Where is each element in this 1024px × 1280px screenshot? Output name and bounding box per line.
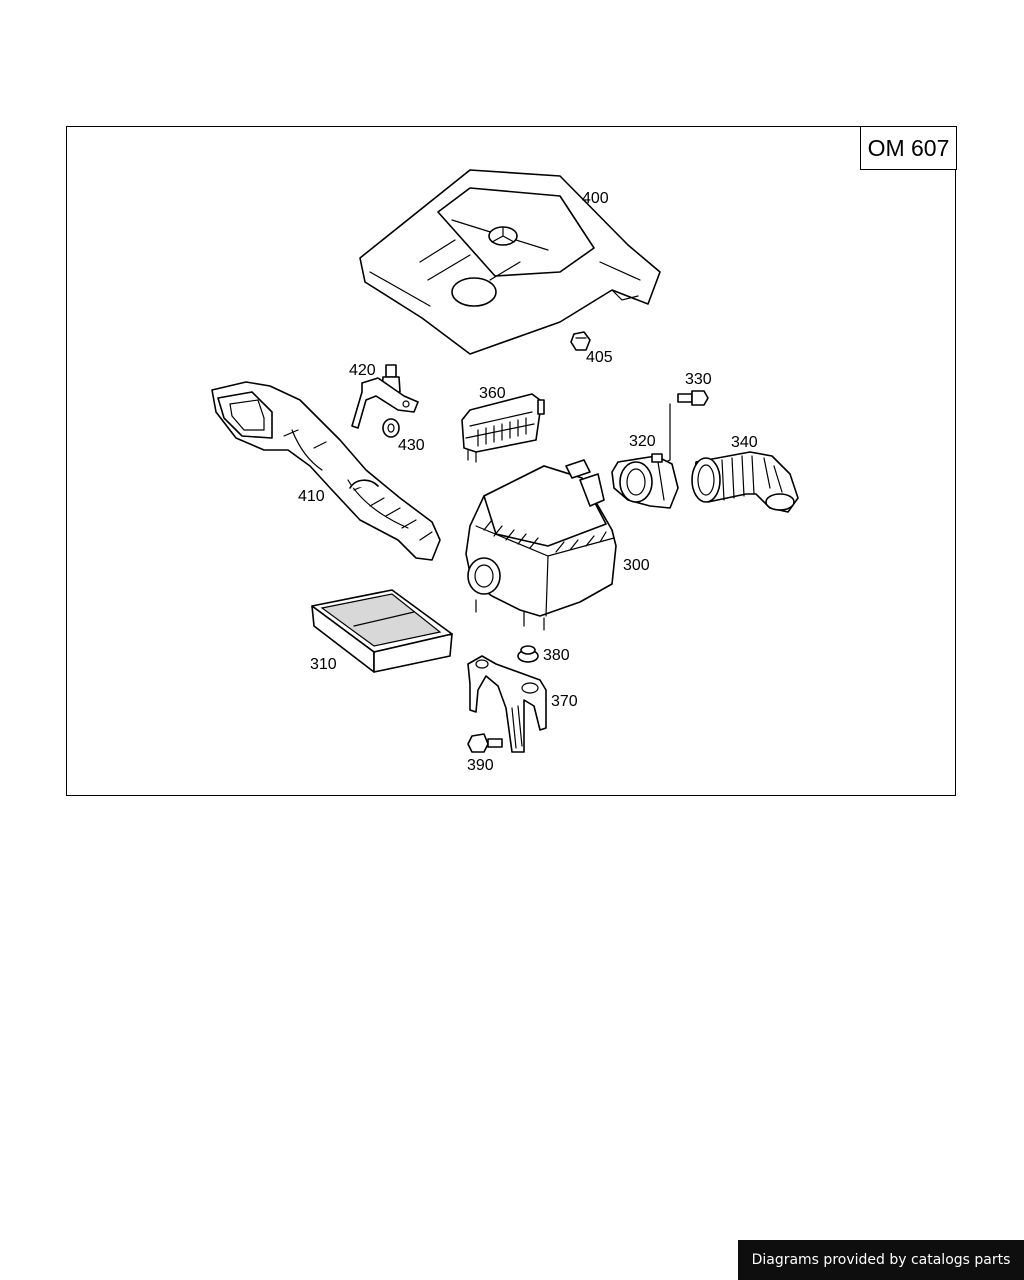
air-mass-sensor-part[interactable] — [611, 453, 679, 509]
part-label-330: 330 — [685, 371, 712, 388]
part-label-410: 410 — [298, 488, 325, 505]
resonator-part[interactable] — [461, 393, 545, 463]
mounting-bolt-part[interactable] — [467, 733, 503, 753]
part-label-310: 310 — [310, 656, 337, 673]
screw-part[interactable] — [677, 390, 709, 406]
intake-duct-part[interactable] — [211, 381, 441, 561]
air-filter-housing-part[interactable] — [465, 459, 617, 631]
washer-part[interactable] — [382, 418, 400, 438]
rubber-mount-part[interactable] — [517, 645, 539, 663]
model-label: OM 607 — [860, 126, 957, 170]
support-bracket-part[interactable] — [467, 655, 547, 753]
part-label-370: 370 — [551, 693, 578, 710]
part-label-380: 380 — [543, 647, 570, 664]
bracket-bolt-part[interactable] — [351, 364, 419, 429]
part-label-420: 420 — [349, 362, 376, 379]
part-label-400: 400 — [582, 190, 609, 207]
diagram-frame — [66, 126, 956, 796]
cover-nut-part[interactable] — [570, 331, 591, 351]
attribution-footer: Diagrams provided by catalogs parts — [738, 1240, 1024, 1280]
part-label-340: 340 — [731, 434, 758, 451]
part-label-390: 390 — [467, 757, 494, 774]
part-label-300: 300 — [623, 557, 650, 574]
part-label-320: 320 — [629, 433, 656, 450]
part-label-430: 430 — [398, 437, 425, 454]
intake-hose-part[interactable] — [691, 451, 799, 513]
air-filter-element-part[interactable] — [311, 589, 453, 673]
engine-cover-part[interactable] — [359, 169, 661, 355]
part-label-405: 405 — [586, 349, 613, 366]
part-label-360: 360 — [479, 385, 506, 402]
